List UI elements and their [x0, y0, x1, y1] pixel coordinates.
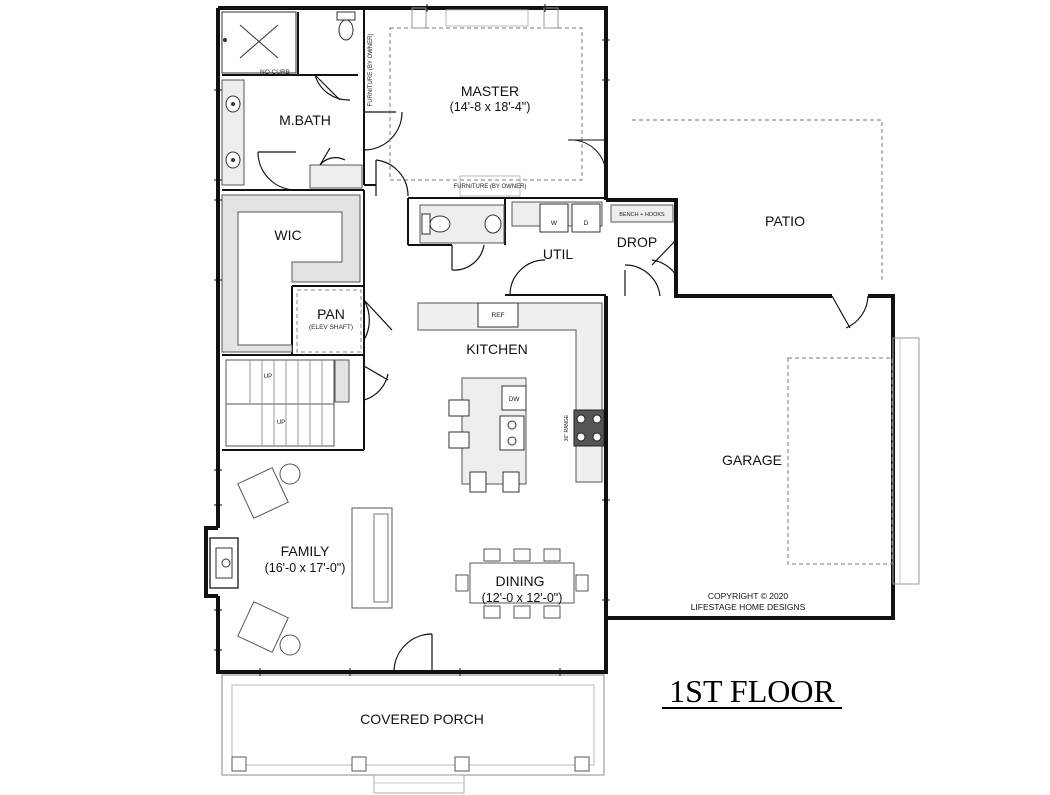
mbath-label: M.BATH	[279, 112, 331, 128]
fireplace	[209, 537, 239, 589]
washer-label: W	[551, 220, 558, 227]
drop-bench	[610, 204, 674, 223]
shower	[221, 11, 297, 74]
ref-label: REF	[492, 312, 505, 319]
master-dims: (14'-8 x 18'-4")	[450, 100, 531, 114]
stairs	[225, 359, 350, 447]
dining-dims: (12'-0 x 12'-0")	[482, 591, 563, 605]
garage-side-door	[892, 337, 920, 585]
vanity	[221, 79, 245, 186]
dryer-label: D	[584, 220, 589, 227]
powder-room	[419, 204, 505, 244]
copyright-line-1: COPYRIGHT © 2020	[708, 591, 789, 601]
washer-dryer	[511, 201, 603, 233]
windows	[214, 4, 610, 676]
pan-door[interactable]	[363, 299, 393, 341]
covered-porch	[221, 674, 605, 794]
patio-label: PATIO	[765, 213, 805, 229]
copyright-line-2: LIFESTAGE HOME DESIGNS	[691, 602, 806, 612]
linen-closet	[309, 164, 363, 189]
linen-door[interactable]	[319, 147, 346, 166]
stair-up-label-1: UP	[264, 374, 272, 380]
garage-door-outline	[787, 357, 893, 565]
drop-label: DROP	[617, 234, 657, 250]
wc-door[interactable]	[314, 74, 351, 101]
master-bed	[389, 7, 583, 181]
powder-door[interactable]	[451, 244, 485, 271]
kitchen-counters	[417, 302, 605, 483]
bench-hooks-label: BENCH + HOOKS	[619, 212, 665, 218]
stair-closet-door[interactable]	[363, 365, 389, 401]
master-door[interactable]	[375, 159, 409, 197]
stair-up-label-2: UP	[277, 420, 285, 426]
garage-label: GARAGE	[722, 452, 782, 468]
dresser	[459, 175, 521, 197]
interior-walls	[222, 8, 606, 451]
pantry	[296, 289, 362, 353]
mbath-door[interactable]	[363, 111, 403, 151]
wic-shelves	[221, 194, 361, 353]
dw-label: DW	[509, 396, 521, 403]
no-curb-label: NO CURB	[260, 69, 290, 76]
wic-door[interactable]	[257, 151, 297, 191]
range-label: 36" RANGE	[564, 414, 570, 441]
family-furniture	[237, 463, 393, 656]
patio-outline	[632, 119, 883, 282]
toilet	[336, 11, 356, 41]
master-label: MASTER	[461, 83, 519, 99]
master-exterior-door[interactable]	[567, 139, 607, 176]
dining-label: DINING	[496, 573, 545, 589]
util-label: UTIL	[543, 246, 574, 262]
front-door[interactable]	[393, 633, 433, 673]
wic-label: WIC	[274, 227, 301, 243]
drop-exterior-door[interactable]	[651, 239, 677, 276]
floor-title: 1ST FLOOR	[669, 673, 835, 709]
family-dims: (16'-0 x 17'-0")	[265, 561, 346, 575]
garage-entry-door[interactable]	[831, 295, 869, 329]
kitchen-island	[448, 377, 527, 493]
covered-porch-label: COVERED PORCH	[360, 711, 484, 727]
elev-shaft-note: (ELEV SHAFT)	[309, 324, 353, 331]
family-label: FAMILY	[281, 543, 330, 559]
furniture-note-2: FURNITURE (BY OWNER)	[454, 184, 527, 190]
kitchen-label: KITCHEN	[466, 341, 527, 357]
furniture-note-1: FURNITURE (BY OWNER)	[368, 34, 374, 107]
dining-table	[455, 548, 589, 619]
pan-label: PAN	[317, 306, 345, 322]
util-door[interactable]	[509, 259, 546, 296]
exterior-walls	[204, 6, 895, 674]
drop-garage-door[interactable]	[624, 264, 661, 297]
